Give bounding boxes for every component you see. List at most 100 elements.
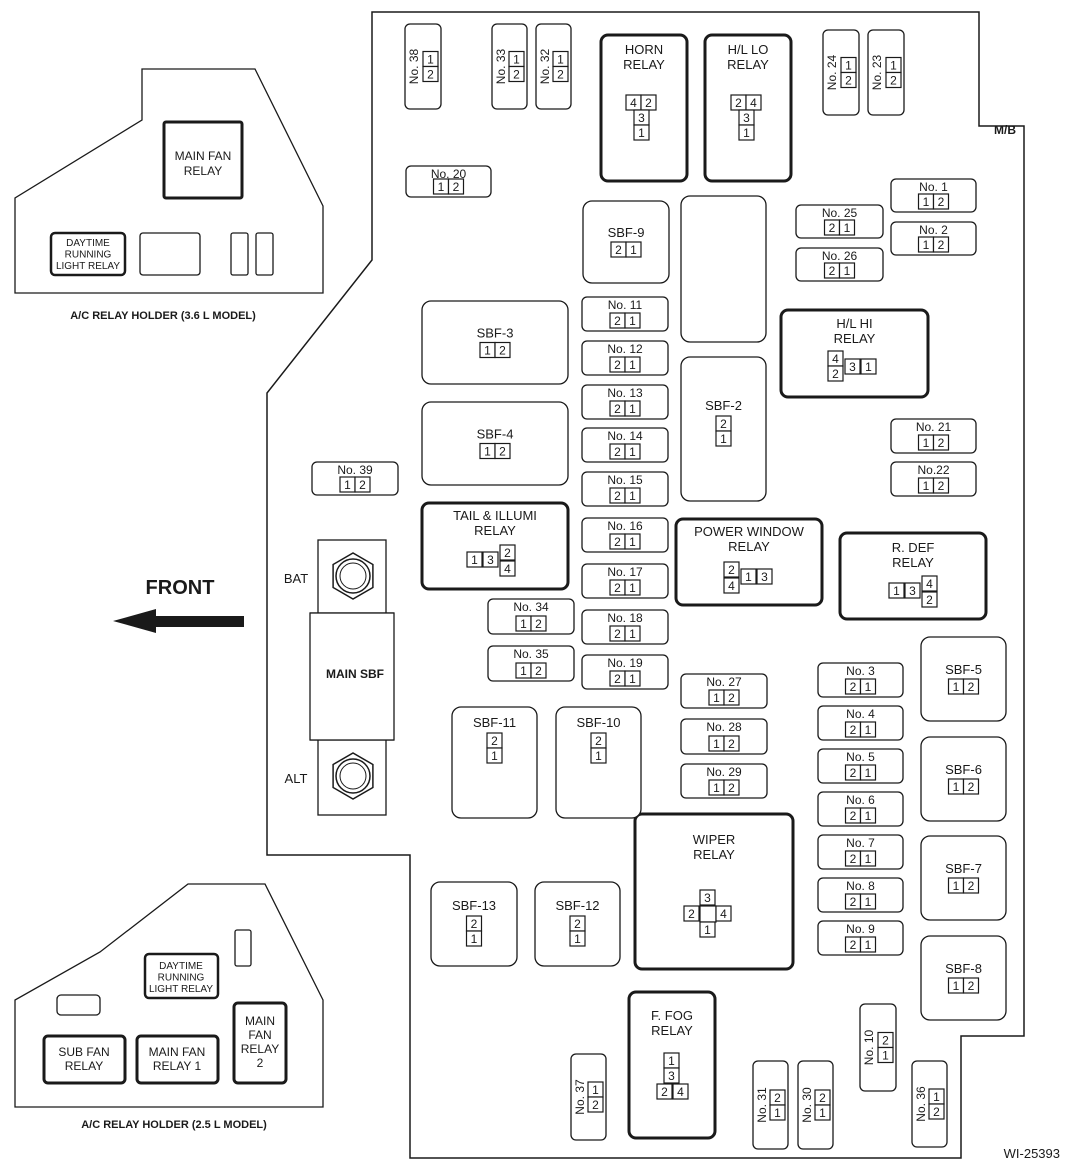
fuse-f16-cell: [624, 533, 641, 550]
fuse-f13-pin: 2: [614, 402, 621, 416]
front-arrow-head: [113, 609, 156, 633]
relay-label: RELAY: [693, 847, 735, 862]
sbf9-pin: 1: [630, 243, 637, 257]
sbf4-pin: 1: [484, 445, 491, 459]
fuse-f38-cell: [422, 65, 439, 83]
horn-pin: 3: [638, 111, 645, 125]
fuse-f39-pin: 1: [344, 478, 351, 492]
drl-relay: [49, 231, 127, 277]
sbf10-pin: 1: [595, 749, 602, 763]
fuse-f7-pin: 1: [865, 852, 872, 866]
relay-body: [838, 531, 988, 621]
fuse-f16-pin: 1: [629, 535, 636, 549]
r-def-pin: 2: [926, 593, 933, 607]
fuse-f20-cell: [447, 178, 465, 195]
drl-relay-label: RUNNING: [158, 973, 205, 984]
fuse-f15-pin: 2: [614, 489, 621, 503]
fuse-f23-cell: [885, 71, 902, 89]
fuse-f13-cell: [624, 400, 641, 417]
sbf-label: SBF-12: [555, 898, 599, 913]
fuse-label: No. 3: [846, 664, 875, 678]
fuse-f25-pin: 2: [829, 221, 836, 235]
fuse-f25-pin: 1: [844, 221, 851, 235]
fuse-label: No. 13: [607, 386, 643, 400]
fuse-f36-cell: [928, 1103, 945, 1120]
fuse-f24-pin: 1: [845, 59, 852, 73]
fuse-label: No. 5: [846, 750, 875, 764]
fuse-f33-pin: 2: [513, 68, 520, 82]
fuse-label: No. 33: [494, 48, 508, 84]
hl-hi-cell: [860, 358, 877, 375]
sbf-label: SBF-2: [705, 398, 742, 413]
tail-illumi-pin: 3: [487, 553, 494, 567]
fuse-f3-cell: [859, 678, 877, 695]
sbf-label: SBF-8: [945, 961, 982, 976]
mb-label: M/B: [994, 123, 1016, 137]
empty-slot: [230, 232, 249, 276]
relay-label: TAIL & ILLUMI: [453, 508, 537, 523]
fuse-f33-cell: [508, 65, 525, 83]
main-fan-relay-2: [232, 1001, 288, 1085]
sbf-label: SBF-10: [576, 715, 620, 730]
alt-label: ALT: [285, 771, 308, 786]
fuse-f14-pin: 1: [629, 445, 636, 459]
fuse-f32-pin: 2: [557, 68, 564, 82]
hl-lo-pin: 1: [743, 126, 750, 140]
main-fan-relay-1-label: MAIN FAN: [149, 1045, 206, 1059]
fuse-f35-pin: 1: [520, 664, 527, 678]
sbf10-pin: 2: [595, 734, 602, 748]
horn-pin: 1: [638, 126, 645, 140]
empty-slot: [139, 232, 201, 276]
main-sbf-label: MAIN SBF: [326, 667, 384, 681]
fuse-label: No. 26: [822, 249, 858, 263]
fuse-f29-pin: 2: [728, 781, 735, 795]
power-window-pin: 4: [728, 579, 735, 593]
fuse-f11-pin: 2: [614, 314, 621, 328]
fuse-f10-cell: [877, 1046, 894, 1064]
hl-hi-pin: 2: [832, 367, 839, 381]
fuse-label: No. 1: [919, 180, 948, 194]
fuse-f12-pin: 1: [629, 358, 636, 372]
sub-fan-relay-label: RELAY: [65, 1059, 103, 1073]
drl-relay-label: LIGHT RELAY: [56, 261, 120, 272]
fuse-f10-pin: 2: [882, 1034, 889, 1048]
sbf7-pin: 2: [968, 879, 975, 893]
fuse-label: No. 35: [513, 647, 549, 661]
relay-label: RELAY: [727, 57, 769, 72]
tail-illumi-pin: 2: [504, 546, 511, 560]
fuse-f31-pin: 1: [774, 1106, 781, 1120]
fuse-f36-pin: 1: [933, 1090, 940, 1104]
hl-hi-pin: 3: [849, 360, 856, 374]
tail-illumi-cell: [466, 551, 483, 568]
fuse-f34-pin: 1: [520, 617, 527, 631]
relay-label: RELAY: [623, 57, 665, 72]
fuse-label: No.22: [917, 463, 949, 477]
fuse-f28-pin: 2: [728, 737, 735, 751]
fuse-f5-cell: [859, 764, 877, 781]
relay-label: RELAY: [892, 555, 934, 570]
fuse-f6-pin: 2: [850, 809, 857, 823]
sbf-label: SBF-5: [945, 662, 982, 677]
fuse-f6-pin: 1: [865, 809, 872, 823]
fuse-f22-pin: 2: [938, 479, 945, 493]
fuse-f39-cell: [354, 476, 371, 493]
